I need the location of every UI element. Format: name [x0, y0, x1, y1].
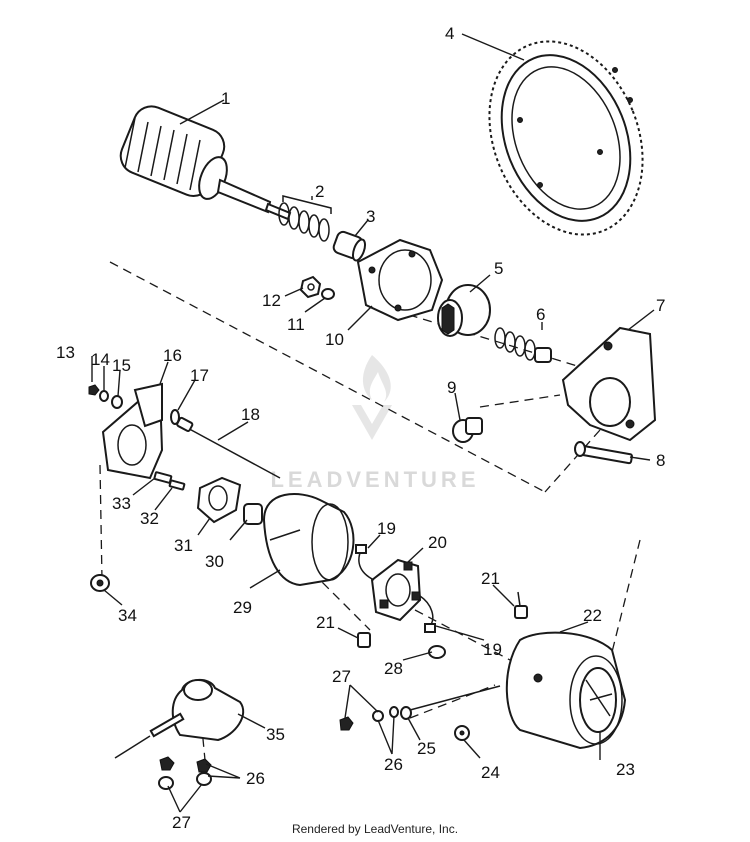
through-bolt[interactable] — [176, 416, 281, 479]
callout-12: 12 — [262, 291, 281, 310]
callout-22: 22 — [583, 606, 602, 625]
brush-19-bottom[interactable] — [419, 595, 436, 633]
drive-spring[interactable] — [494, 327, 552, 363]
terminal-nut[interactable] — [339, 716, 354, 731]
callout-16: 16 — [163, 346, 182, 365]
callout-29: 29 — [233, 598, 252, 617]
brush-plate[interactable] — [196, 476, 242, 524]
terminal-stud-wire[interactable] — [409, 685, 501, 711]
callout-10: 10 — [325, 330, 344, 349]
callout-28: 28 — [384, 659, 403, 678]
callout-19b: 19 — [483, 640, 502, 659]
callout-17: 17 — [190, 366, 209, 385]
callouts: 1 2 3 4 5 6 7 8 9 10 11 12 13 14 15 16 1… — [56, 24, 665, 832]
terminal-washer[interactable] — [400, 706, 412, 720]
solenoid-nut-upper[interactable] — [159, 756, 212, 773]
callout-25: 25 — [417, 739, 436, 758]
brush-19-top[interactable] — [355, 544, 375, 581]
insulator[interactable] — [428, 645, 446, 659]
callout-21a: 21 — [481, 569, 500, 588]
lock-washer[interactable] — [99, 390, 109, 402]
watermark-text: LEADVENTURE — [270, 467, 479, 492]
end-bushing[interactable] — [243, 503, 263, 525]
callout-35: 35 — [266, 725, 285, 744]
callout-1: 1 — [221, 89, 230, 108]
watermark-logo — [352, 355, 392, 440]
spring-assembly[interactable] — [278, 195, 332, 242]
callout-4: 4 — [445, 24, 454, 43]
callout-5: 5 — [494, 259, 503, 278]
callout-18: 18 — [241, 405, 260, 424]
field-coil[interactable] — [579, 667, 617, 733]
callout-11: 11 — [287, 315, 305, 334]
bolt[interactable] — [574, 441, 633, 465]
frame-screw[interactable] — [454, 725, 470, 741]
callout-30: 30 — [205, 552, 224, 571]
solenoid-nut-lower[interactable] — [158, 772, 212, 790]
callout-27b: 27 — [172, 813, 191, 832]
callout-7: 7 — [656, 296, 665, 315]
callout-2: 2 — [315, 182, 324, 201]
callout-13: 13 — [56, 343, 75, 362]
callout-26a: 26 — [384, 755, 403, 774]
callout-27a: 27 — [332, 667, 351, 686]
callout-24: 24 — [481, 763, 500, 782]
brush-21-bottom[interactable] — [357, 632, 371, 648]
washer[interactable] — [321, 288, 335, 300]
callout-21b: 21 — [316, 613, 335, 632]
thru-bolt-washer[interactable] — [170, 409, 180, 425]
nut[interactable] — [299, 275, 322, 299]
end-cap[interactable] — [262, 493, 355, 587]
callout-3: 3 — [366, 207, 375, 226]
flat-washer[interactable] — [111, 395, 123, 409]
armature[interactable] — [115, 101, 292, 221]
brush-21-top[interactable] — [514, 591, 528, 619]
callout-20: 20 — [428, 533, 447, 552]
screw-33[interactable] — [153, 471, 173, 484]
bushing[interactable] — [452, 417, 483, 443]
brush-holder[interactable] — [370, 558, 422, 622]
terminal-stud[interactable] — [90, 574, 110, 592]
callout-14: 14 — [91, 350, 110, 369]
callout-31: 31 — [174, 536, 193, 555]
callout-23: 23 — [616, 760, 635, 779]
ring-gear[interactable] — [462, 18, 670, 257]
drive-pinion[interactable] — [437, 284, 491, 337]
end-bracket[interactable] — [101, 382, 164, 480]
callout-15: 15 — [112, 356, 131, 375]
callout-9: 9 — [447, 378, 456, 397]
callout-32: 32 — [140, 509, 159, 528]
callout-34: 34 — [118, 606, 137, 625]
solenoid[interactable] — [114, 679, 245, 759]
callout-26b: 26 — [246, 769, 265, 788]
sleeve[interactable] — [332, 230, 367, 262]
callout-8: 8 — [656, 451, 665, 470]
footer-credit: Rendered by LeadVenture, Inc. — [291, 822, 459, 836]
mounting-bracket[interactable] — [561, 326, 657, 442]
callout-19a: 19 — [377, 519, 396, 538]
callout-33: 33 — [112, 494, 131, 513]
leader-lines — [91, 33, 655, 813]
callout-6: 6 — [536, 305, 545, 324]
small-nut[interactable] — [88, 384, 100, 396]
